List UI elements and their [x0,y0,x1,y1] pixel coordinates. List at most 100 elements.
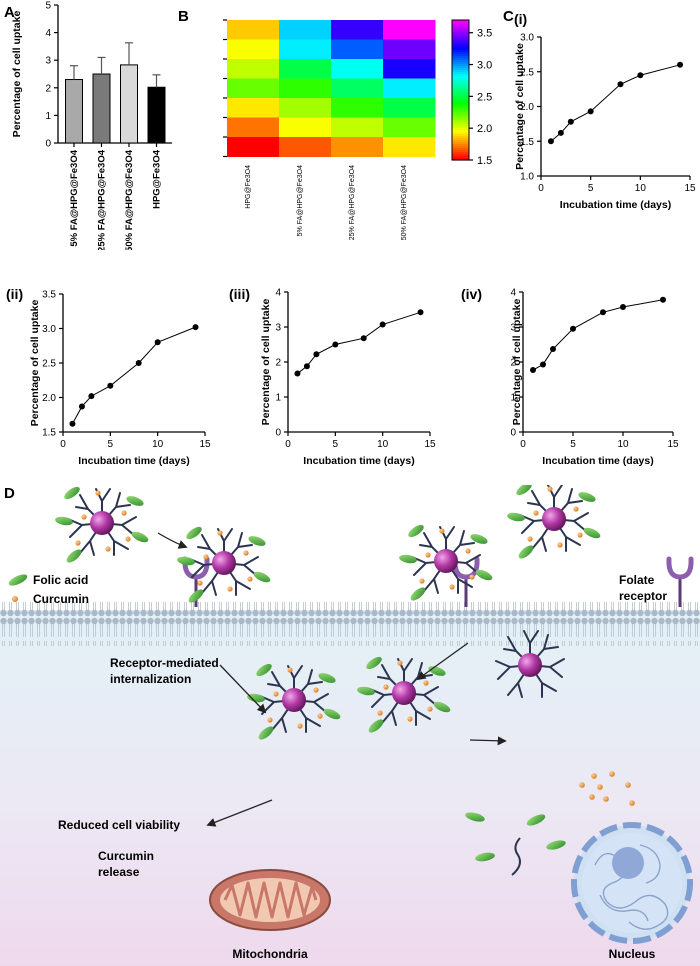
bar [120,64,138,144]
curcumin-icon [12,596,18,602]
y-tick-label: 3 [275,323,281,334]
y-tick-label: 1 [45,111,51,122]
x-axis-label: Incubation time (days) [560,199,671,211]
colorbar-segment [452,128,469,131]
panel-label-b: B [178,8,189,25]
folate-receptor-label-line2: receptor [619,589,667,603]
colorbar-segment [452,80,469,83]
y-tick-label: 2.5 [520,67,534,78]
y-axis-label: Percentage of cell uptake [29,300,41,427]
internalization-label-line1: Receptor-mediated [110,656,219,670]
data-point [154,339,161,346]
colorbar-segment [452,108,469,111]
arrow-icon [219,664,267,714]
colorbar-segment [452,148,469,151]
colorbar-segment [452,112,469,115]
data-point [530,367,536,374]
data-point [557,129,564,136]
colorbar-segment [452,116,469,119]
data-point [313,351,320,358]
x-tick-label: 15 [684,183,696,194]
data-point [677,61,684,68]
colorbar-segment [452,36,469,39]
colorbar-segment [452,102,469,105]
y-axis-label: Percentage of cell uptake [514,43,526,170]
colorbar-segment [452,118,469,121]
series-line [297,311,421,374]
category-label: 25% FA@HPG@Fe3O4 [97,149,108,250]
colorbar-segment [452,88,469,91]
y-tick-label: 0 [275,428,281,439]
subpanel-label: (ii) [6,286,23,302]
y-tick-label: 2 [510,358,516,369]
heatmap-cell [279,20,332,40]
panel-label-d: D [4,485,15,502]
x-axis-label: Incubation time (days) [303,455,414,467]
y-tick-label: 1 [510,393,516,404]
heatmap-cell [383,78,436,99]
reduced-viability-label: Reduced cell viability [58,818,180,832]
column-label: 25% FA@HPG@Fe3O4 [349,165,356,240]
heatmap-cell [227,78,280,99]
y-tick-label: 3 [45,56,51,67]
colorbar-segment [452,28,469,31]
x-tick-label: 15 [667,439,679,450]
x-tick-label: 10 [152,439,164,450]
folic-acid-icon [8,574,28,586]
column-label: 5% FA@HPG@Fe3O4 [297,165,304,237]
colorbar-tick-label: 3.0 [477,60,492,72]
colorbar-segment [452,158,469,161]
y-axis-label: Percentage of cell uptake [260,299,272,426]
colorbar-segment [452,72,469,75]
y-tick-label: 1.5 [520,137,534,148]
data-point [417,309,424,316]
panel-label-c: C [503,8,514,25]
colorbar-segment [452,94,469,97]
bar [147,86,166,144]
folic-acid-particles [465,812,566,862]
y-tick-label: 3.0 [42,324,56,335]
data-point [660,296,666,303]
subpanel-label: (iv) [461,286,482,302]
colorbar-segment [452,52,469,55]
colorbar-segment [452,146,469,149]
arrow-icon [416,642,469,681]
data-point [540,361,546,368]
y-tick-label: 1.5 [42,428,56,439]
y-tick-label: 0 [510,428,516,439]
nanoparticle-icon [505,485,603,562]
colorbar-tick-label: 2.0 [477,123,492,135]
heatmap-cell [331,59,384,79]
colorbar-segment [452,56,469,59]
y-tick-label: 2.0 [520,102,534,113]
colorbar-segment [452,68,469,71]
colorbar-segment [452,104,469,107]
cell-membrane [0,602,700,646]
y-tick-label: 3.5 [42,290,56,301]
nucleus-icon [571,822,693,944]
curcumin-release-label-line2: release [98,865,140,879]
colorbar-segment [452,96,469,99]
polymer-strand-icon [511,837,521,876]
series-line [550,64,681,142]
data-point [550,346,556,353]
data-point [135,360,142,366]
nanoparticle-icon [53,485,151,566]
data-point [637,72,644,79]
y-tick-label: 2.0 [42,393,56,404]
data-point [294,370,301,377]
colorbar-segment [452,32,469,35]
colorbar-segment [452,64,469,67]
colorbar-segment [452,134,469,137]
uptake-schematic-d: Folic acid Curcumin Folate receptor Rece… [0,485,700,966]
colorbar-segment [452,150,469,153]
x-tick-label: 0 [60,439,66,450]
y-axis-label: Percentage of cell uptake [11,11,23,138]
heatmap-cell [227,39,280,60]
heatmap-cell [279,39,332,60]
colorbar-segment [452,30,469,33]
